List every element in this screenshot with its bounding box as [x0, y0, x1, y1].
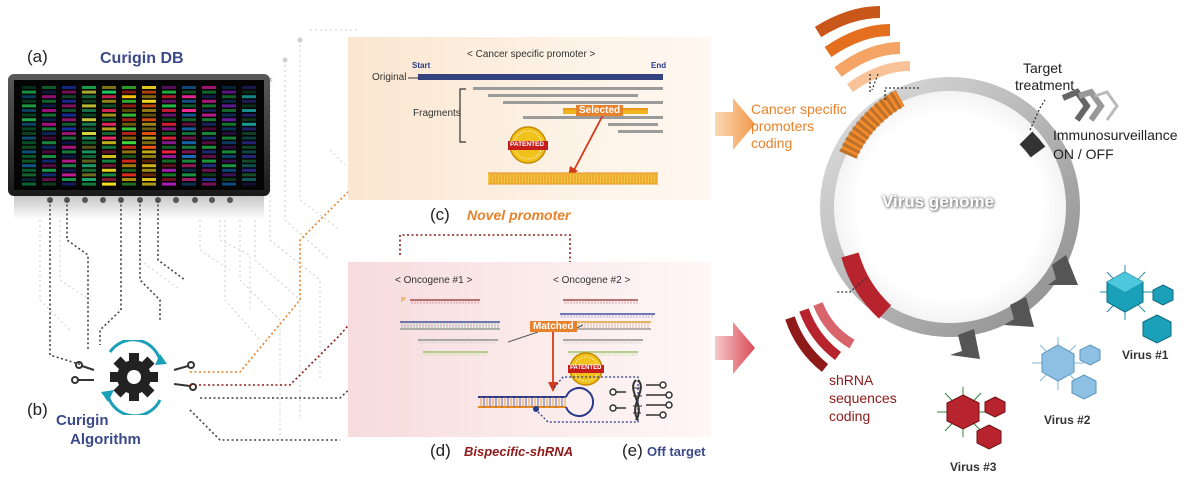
shrna-arrow	[715, 322, 755, 374]
promoters-coding-line2: promoters	[751, 118, 815, 134]
promoter-fragments-diagram	[408, 74, 663, 185]
panel-c-letter: (c)	[430, 205, 450, 224]
virus-1-label: Virus #1	[1122, 348, 1169, 362]
p-label: P	[401, 297, 406, 304]
shrna-arcs	[785, 302, 855, 372]
panel-e-letter: (e)	[622, 441, 643, 460]
immuno-line2: ON / OFF	[1053, 146, 1114, 162]
patented-stamp-2: PATENTED	[570, 365, 602, 371]
shrna-diagram	[400, 299, 673, 423]
panel-a-letter: (a)	[27, 47, 48, 66]
promoter-arrow	[715, 98, 755, 150]
promoters-coding-line3: coding	[751, 135, 793, 151]
end-label: End	[651, 61, 667, 70]
virus-3-label: Virus #3	[950, 460, 997, 474]
gear-icon	[71, 340, 197, 415]
patented-stamp: PATENTED	[510, 141, 545, 148]
oncogene-1-label: < Oncogene #1 >	[395, 275, 473, 286]
panel-c-title: Novel promoter	[467, 207, 571, 223]
virus-genome-ring	[820, 77, 1080, 337]
original-label: Original	[372, 72, 407, 83]
target-treatment-icon	[1061, 88, 1119, 122]
shrna-coding-line1: shRNA	[829, 372, 874, 388]
genome-links	[835, 72, 1046, 293]
target-treatment-line1: Target	[1023, 60, 1062, 76]
db-connector-dots	[47, 197, 233, 203]
panel-a-title: Curigin DB	[100, 50, 184, 67]
promoters-coding-line1: Cancer specific	[751, 101, 847, 117]
selected-label: Selected	[576, 105, 624, 116]
virus-arrows	[950, 255, 1078, 359]
virus-1-icon	[1100, 265, 1174, 344]
panel-b-letter: (b)	[27, 400, 48, 419]
panel-d-title: Bispecific-shRNA	[464, 444, 574, 459]
panel-e-title: Off target	[647, 444, 706, 459]
promoter-header: < Cancer specific promoter >	[467, 49, 596, 60]
virus-3-icon	[937, 387, 1006, 450]
target-treatment-line2: treatment	[1015, 77, 1075, 93]
virus-2-label: Virus #2	[1044, 413, 1091, 427]
oncogene-2-label: < Oncogene #2 >	[553, 275, 631, 286]
db-gel-image	[8, 74, 270, 220]
virus-genome-label: Virus genome	[882, 192, 995, 211]
virus-2-icon	[1032, 337, 1101, 400]
panel-b-title-line2: Algorithm	[70, 431, 141, 448]
panel-b-title-line1: Curigin	[56, 412, 109, 429]
shrna-coding-line3: coding	[829, 408, 871, 424]
immuno-line1: Immunosurveillance	[1053, 127, 1178, 143]
panel-d-letter: (d)	[430, 441, 451, 460]
matched-label: Matched	[530, 321, 577, 332]
shrna-coding-line2: sequences	[829, 390, 897, 406]
promoter-arcs	[814, 6, 911, 92]
start-label: Start	[412, 61, 431, 70]
fragments-label: Fragments	[413, 108, 461, 119]
